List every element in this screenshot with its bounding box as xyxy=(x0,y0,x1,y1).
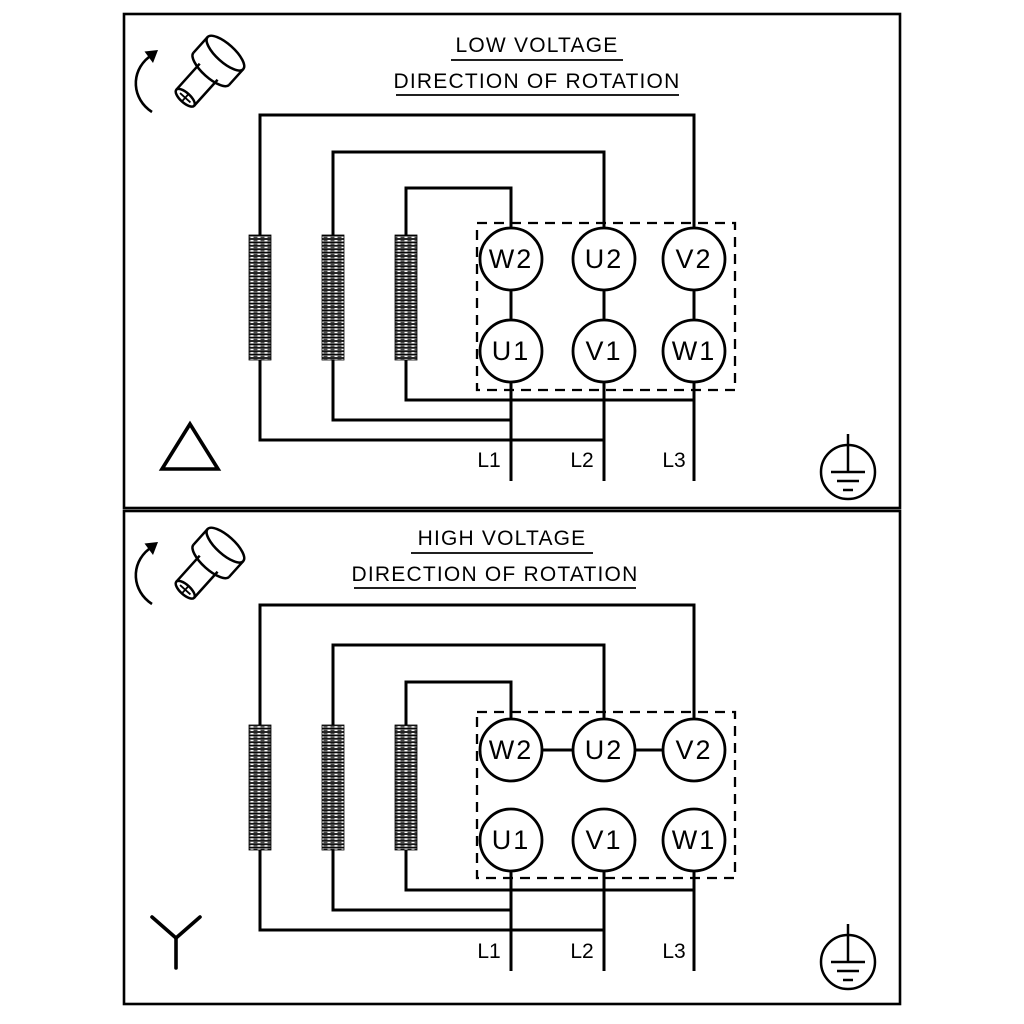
terminal-box xyxy=(475,221,737,392)
terminal-u1-label: U1 xyxy=(492,825,531,855)
winding-coil-1 xyxy=(248,724,272,851)
terminal-w2-label: W2 xyxy=(489,735,534,765)
terminal-u1-label: U1 xyxy=(492,336,531,366)
terminal-v1: V1 xyxy=(571,318,637,384)
terminal-w2: W2 xyxy=(478,717,544,783)
panel-title: LOW VOLTAGE xyxy=(456,34,619,57)
supply-label-l1: L1 xyxy=(477,940,500,963)
panel-border xyxy=(122,509,902,1006)
supply-label-l1: L1 xyxy=(477,449,500,472)
panel-title: HIGH VOLTAGE xyxy=(418,527,587,550)
terminal-u2: U2 xyxy=(571,717,637,783)
winding-coil-1 xyxy=(248,234,272,361)
winding-bottom-wires xyxy=(258,360,694,442)
terminal-v1-label: V1 xyxy=(585,336,622,366)
ground-icon xyxy=(819,432,877,501)
delta-connection-icon xyxy=(158,420,222,471)
supply-label-l3: L3 xyxy=(662,449,685,472)
terminal-w1: W1 xyxy=(661,807,727,873)
terminal-w1: W1 xyxy=(661,318,727,384)
terminal-v1-label: V1 xyxy=(585,825,622,855)
terminal-v2-label: V2 xyxy=(675,735,712,765)
terminal-u1: U1 xyxy=(478,318,544,384)
terminal-u1: U1 xyxy=(478,807,544,873)
terminal-u2-label: U2 xyxy=(585,244,624,274)
terminal-w2-label: W2 xyxy=(489,244,534,274)
motor-shaft-icon xyxy=(134,29,251,119)
winding-top-wires xyxy=(258,113,696,235)
winding-top-wires xyxy=(258,603,696,725)
star-connection-icon xyxy=(150,915,202,970)
supply-label-l3: L3 xyxy=(662,940,685,963)
panel-low-voltage: LOW VOLTAGE DIRECTION OF ROTATION xyxy=(122,12,902,510)
terminal-w1-label: W1 xyxy=(672,336,717,366)
terminal-v1: V1 xyxy=(571,807,637,873)
panel-border xyxy=(122,12,902,510)
terminal-v2: V2 xyxy=(661,226,727,292)
terminal-v2-label: V2 xyxy=(675,244,712,274)
panel-subtitle: DIRECTION OF ROTATION xyxy=(394,70,681,93)
winding-coil-3 xyxy=(394,234,418,361)
panel-high-voltage: HIGH VOLTAGE DIRECTION OF ROTATION xyxy=(122,509,902,1006)
supply-label-l2: L2 xyxy=(570,940,593,963)
winding-bottom-wires xyxy=(258,850,694,932)
terminal-w1-label: W1 xyxy=(672,825,717,855)
terminal-u2-label: U2 xyxy=(585,735,624,765)
winding-coil-2 xyxy=(321,724,345,851)
terminal-v2: V2 xyxy=(661,717,727,783)
terminal-u2: U2 xyxy=(571,226,637,292)
motor-shaft-icon xyxy=(134,521,251,611)
panel-subtitle: DIRECTION OF ROTATION xyxy=(352,563,639,586)
supply-label-l2: L2 xyxy=(570,449,593,472)
ground-icon xyxy=(819,922,877,991)
winding-coil-2 xyxy=(321,234,345,361)
terminal-box xyxy=(475,710,737,880)
winding-coil-3 xyxy=(394,724,418,851)
terminal-w2: W2 xyxy=(478,226,544,292)
